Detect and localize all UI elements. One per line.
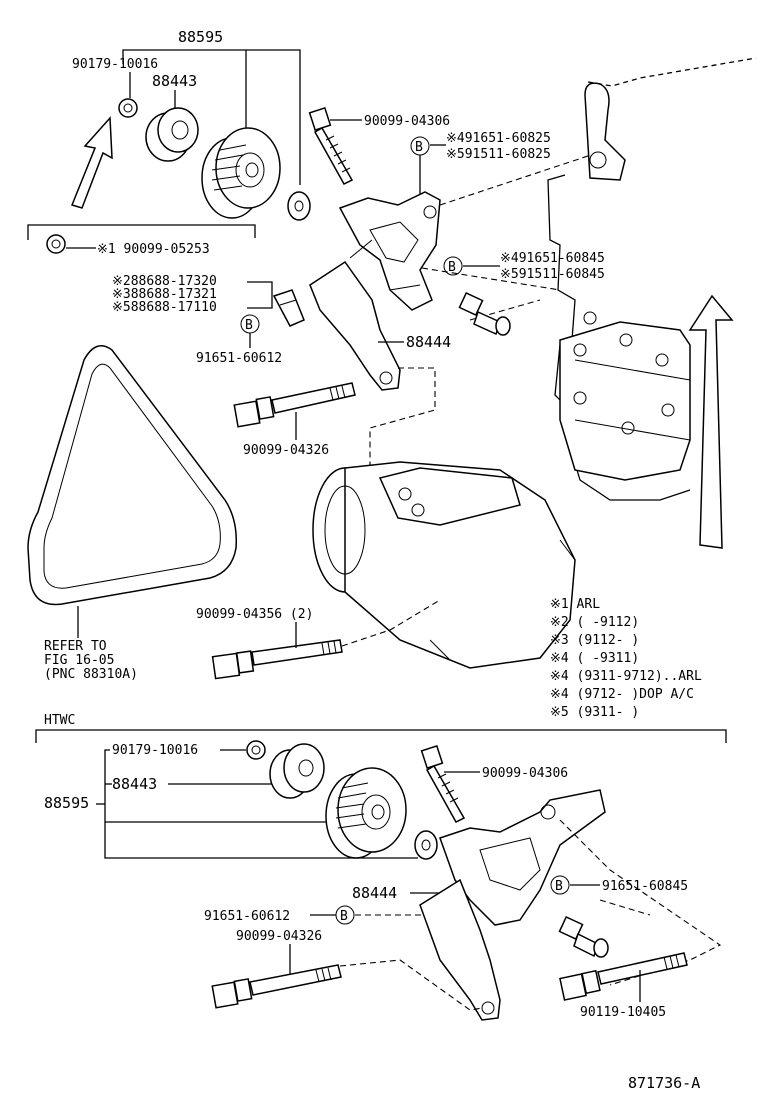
bolt-htwc-top bbox=[420, 745, 466, 823]
label-htwc: HTWC bbox=[44, 713, 75, 728]
htwc-bracket bbox=[35, 729, 727, 743]
label-comp-bolt: 90099-04356 (2) bbox=[196, 607, 313, 622]
v-belt bbox=[27, 345, 238, 606]
label-88444-htwc: 88444 bbox=[352, 884, 397, 902]
label-bolt-top: 90099-04306 bbox=[364, 114, 450, 129]
legend-line-2: ※2 ( -9112) bbox=[550, 615, 639, 630]
label-bolt-b-htwc: 91651-60845 bbox=[602, 879, 688, 894]
engine-block bbox=[547, 57, 757, 549]
callout-b-3: B bbox=[240, 314, 260, 334]
clip-part bbox=[272, 289, 305, 327]
callout-b-htwc-2: B bbox=[335, 905, 355, 925]
legend-line-5: ※4 (9311-9712)..ARL bbox=[550, 669, 702, 684]
label-clip-c: ※588688-17110 bbox=[112, 300, 217, 315]
label-88443-htwc: 88443 bbox=[112, 775, 157, 793]
diagram-code: 871736-A bbox=[628, 1074, 700, 1092]
nut-alt-part bbox=[46, 234, 66, 254]
svg-text:B: B bbox=[448, 260, 456, 275]
legend-line-1: ※1 ARL bbox=[550, 597, 600, 612]
label-ref-b1-b: ※591511-60825 bbox=[446, 147, 551, 162]
alt-nut-bracket bbox=[27, 224, 256, 240]
label-clip-bolt-htwc: 91651-60612 bbox=[204, 909, 290, 924]
nut-part-top bbox=[118, 98, 138, 118]
label-long-bolt-top: 90099-04326 bbox=[243, 443, 329, 458]
label-ref-b2-a: ※491651-60845 bbox=[500, 251, 605, 266]
label-88595-htwc: 88595 bbox=[44, 794, 89, 812]
label-88444-top: 88444 bbox=[406, 333, 451, 351]
long-bolt-htwc bbox=[211, 964, 342, 1009]
svg-text:B: B bbox=[340, 909, 348, 924]
legend-line-4: ※4 ( -9311) bbox=[550, 651, 639, 666]
nut-part-htwc bbox=[246, 740, 266, 760]
label-bolt-bottom-htwc: 90119-10405 bbox=[580, 1005, 666, 1020]
label-refer-2: FIG 16-05 bbox=[44, 653, 114, 668]
label-clip-bolt: 91651-60612 bbox=[196, 351, 282, 366]
idler-pulley-htwc bbox=[325, 767, 407, 859]
callout-b-htwc-1: B bbox=[550, 875, 570, 895]
label-ref-b1-a: ※491651-60825 bbox=[446, 131, 551, 146]
legend-line-6: ※4 (9712- )DOP A/C bbox=[550, 687, 694, 702]
direction-arrow-left bbox=[70, 116, 113, 209]
label-nut-htwc: 90179-10016 bbox=[112, 743, 198, 758]
spacer-part-htwc bbox=[269, 743, 325, 799]
bracket-88444-top bbox=[309, 191, 441, 391]
compressor-bolt bbox=[211, 639, 343, 680]
svg-text:B: B bbox=[555, 879, 563, 894]
legend-line-7: ※5 (9311- ) bbox=[550, 705, 639, 720]
bolt-short-htwc bbox=[558, 915, 609, 958]
label-refer-3: (PNC 88310A) bbox=[44, 667, 138, 682]
label-88443-top: 88443 bbox=[152, 72, 197, 90]
callout-b-1: B bbox=[410, 136, 430, 156]
label-nut-top: 90179-10016 bbox=[72, 57, 158, 72]
label-clip-b: ※388688-17321 bbox=[112, 287, 217, 302]
legend-line-3: ※3 (9112- ) bbox=[550, 633, 639, 648]
variant-legend: ※1 ARL ※2 ( -9112) ※3 (9112- ) ※4 ( -931… bbox=[550, 597, 702, 720]
label-ref-b2-b: ※591511-60845 bbox=[500, 267, 605, 282]
bolt-short-top bbox=[458, 291, 511, 336]
spacer-part-top bbox=[145, 107, 199, 162]
long-bolt-top bbox=[233, 382, 356, 428]
bolt-bottom-htwc bbox=[559, 952, 688, 1001]
idler-pulley-top bbox=[201, 127, 281, 219]
label-bolt-htwc-top: 90099-04306 bbox=[482, 766, 568, 781]
label-refer-1: REFER TO bbox=[44, 639, 107, 654]
leader-88595 bbox=[122, 49, 301, 185]
label-nut-alt: ※1 90099-05253 bbox=[97, 242, 210, 257]
callout-b-2: B bbox=[443, 256, 463, 276]
svg-text:B: B bbox=[245, 318, 253, 333]
washer-top bbox=[287, 191, 311, 221]
label-88595-top: 88595 bbox=[178, 28, 223, 46]
compressor bbox=[312, 461, 576, 669]
svg-text:B: B bbox=[415, 140, 423, 155]
label-long-bolt-htwc: 90099-04326 bbox=[236, 929, 322, 944]
bolt-90099-04306 bbox=[308, 107, 354, 185]
washer-htwc bbox=[414, 830, 438, 860]
label-clip-a: ※288688-17320 bbox=[112, 274, 217, 289]
